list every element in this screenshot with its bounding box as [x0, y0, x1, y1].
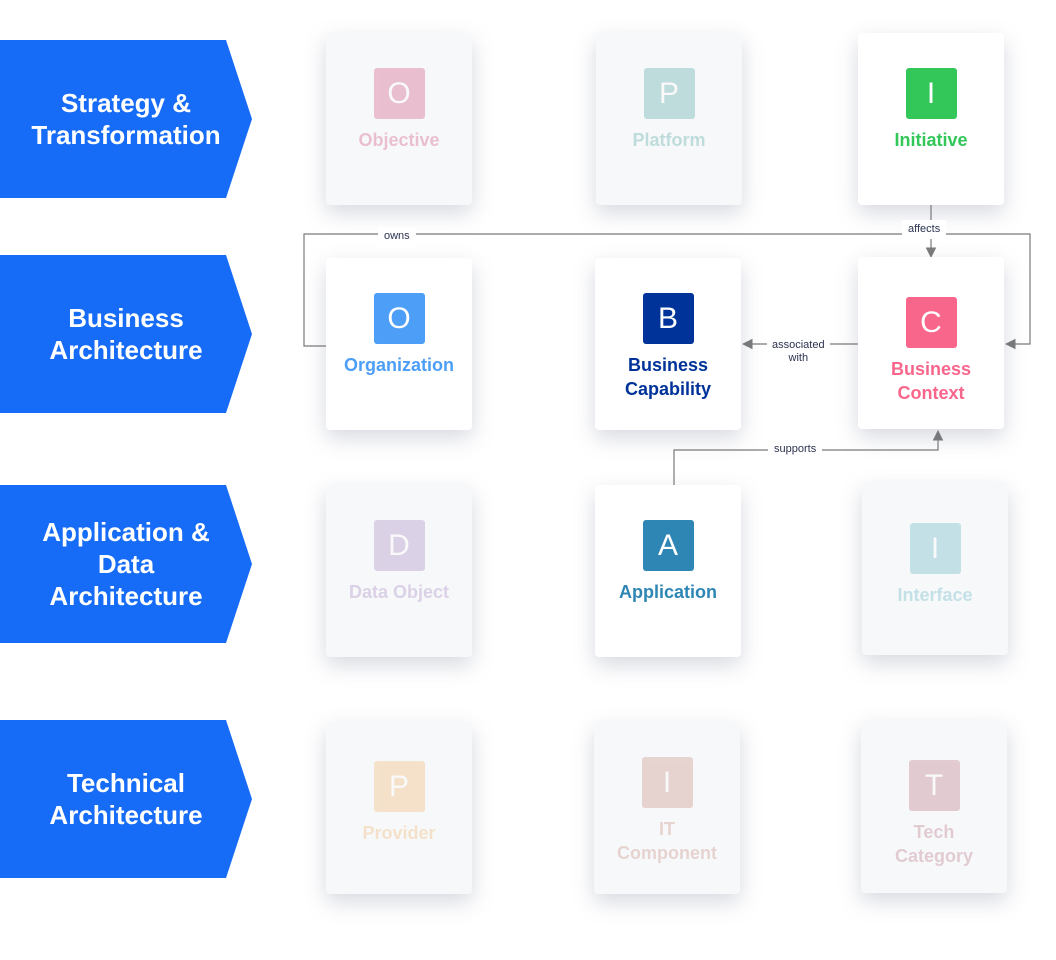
- business-capability-icon: B: [642, 293, 694, 344]
- card-provider[interactable]: P Provider: [326, 722, 472, 894]
- layer-label: Business Architecture: [49, 303, 203, 365]
- card-label: Data Object: [348, 582, 450, 602]
- card-label: IT Component: [617, 819, 717, 863]
- card-business-capability[interactable]: B Business Capability: [595, 258, 741, 430]
- card-organization[interactable]: O Organization: [326, 258, 472, 430]
- layer-label: Application & Data Architecture: [42, 517, 210, 611]
- edge-label-owns: owns: [378, 227, 416, 246]
- edge-label-associated-with: associated with: [767, 336, 830, 368]
- card-label: Business Capability: [624, 355, 712, 399]
- data-object-icon: D: [373, 520, 425, 571]
- provider-icon: P: [373, 761, 425, 812]
- card-label: Business Context: [890, 359, 972, 403]
- layer-label: Technical Architecture: [49, 768, 203, 830]
- card-label: Initiative: [894, 130, 968, 150]
- card-interface[interactable]: I Interface: [862, 483, 1008, 655]
- layer-strategy-transformation: Strategy & Transformation: [0, 40, 252, 198]
- edge-label-supports: supports: [768, 440, 823, 459]
- initiative-icon: I: [905, 68, 957, 119]
- layer-business-architecture: Business Architecture: [0, 255, 252, 413]
- card-business-context[interactable]: C Business Context: [858, 257, 1004, 429]
- card-objective[interactable]: O Objective: [326, 33, 472, 205]
- layer-label: Strategy & Transformation: [31, 88, 221, 150]
- card-label: Interface: [897, 585, 973, 605]
- card-label: Objective: [358, 130, 440, 150]
- layer-technical-architecture: Technical Architecture: [0, 720, 252, 878]
- card-initiative[interactable]: I Initiative: [858, 33, 1004, 205]
- card-platform[interactable]: P Platform: [596, 33, 742, 205]
- objective-icon: O: [373, 68, 425, 119]
- interface-icon: I: [909, 523, 961, 574]
- card-data-object[interactable]: D Data Object: [326, 485, 472, 657]
- card-tech-category[interactable]: T Tech Category: [861, 721, 1007, 893]
- card-it-component[interactable]: I IT Component: [594, 722, 740, 894]
- layer-application-data-architecture: Application & Data Architecture: [0, 485, 252, 643]
- tech-category-icon: T: [908, 760, 960, 811]
- application-icon: A: [642, 520, 694, 571]
- platform-icon: P: [643, 68, 695, 119]
- it-component-icon: I: [641, 757, 693, 808]
- organization-icon: O: [373, 293, 425, 344]
- card-label: Tech Category: [894, 822, 974, 866]
- card-application[interactable]: A Application: [595, 485, 741, 657]
- business-context-icon: C: [905, 297, 957, 348]
- edge-label-affects: affects: [902, 220, 947, 239]
- card-label: Organization: [343, 355, 454, 375]
- card-label: Provider: [362, 823, 436, 843]
- card-label: Platform: [632, 130, 706, 150]
- card-label: Application: [619, 582, 717, 602]
